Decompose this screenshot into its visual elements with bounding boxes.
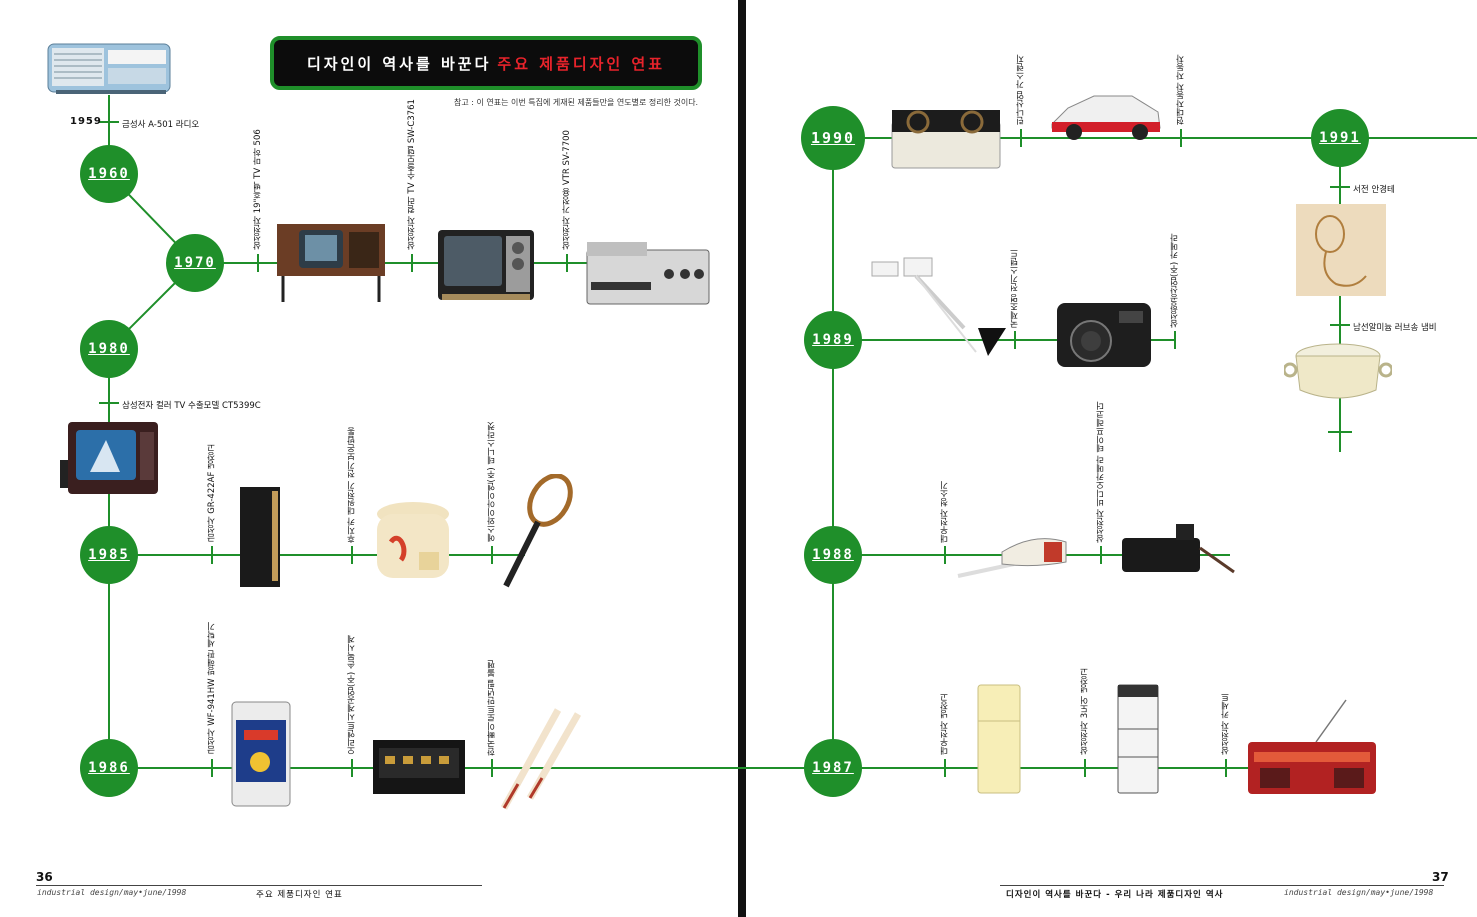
camcorder-image xyxy=(1122,524,1235,574)
label-pen: 한국빠이로트만년필 볼펜 xyxy=(487,659,497,756)
year-circle-1991: 1991 xyxy=(1311,109,1369,167)
editor-note: 참고 : 이 연표는 이번 특집에 게재된 제품들만을 연도별로 정리한 것이다… xyxy=(454,98,699,107)
gas-range-image xyxy=(891,110,1001,169)
vtr-image xyxy=(586,242,710,305)
footer-magazine-right: industrial design/may•june/1998 xyxy=(1284,888,1434,897)
label-watch: 오리엔트시계공업(주) 손목시계 xyxy=(347,635,357,755)
label-fridge-daewoo: 대우전자 냉장고 xyxy=(940,692,950,755)
radio-image xyxy=(47,43,171,94)
label-glasses: 서전 안경테 xyxy=(1353,185,1395,195)
label-racket: 에스와이아이엔(주) 테니스라켓 xyxy=(487,422,497,542)
camera-image xyxy=(1057,303,1151,367)
tv-color-export-image xyxy=(438,230,534,300)
fridge-samsung-image xyxy=(1117,684,1159,794)
label-vacuum: 대우전자 청소기 xyxy=(940,480,950,543)
title-banner: 디자인이 역사를 바꾼다 주요 제품디자인 연표 xyxy=(270,36,702,90)
label-stand-lamp: 국제조명 전기스탠드 xyxy=(1010,248,1020,328)
car-image xyxy=(1051,95,1161,140)
footer-magazine-left: industrial design/may•june/1998 xyxy=(37,888,187,897)
year-1959: 1959 xyxy=(70,116,102,127)
label-camcorder: 삼성전자 비디오카메라 테이프레코더 xyxy=(1096,401,1106,543)
title-sub: 주요 제품디자인 연표 xyxy=(497,54,666,73)
label-rice-cooker: 후지카 대원전기 전기보온밥통 xyxy=(347,427,357,543)
tv-bw-image xyxy=(277,224,385,302)
page-gutter xyxy=(738,0,746,917)
label-fridge-goldstar: 금성사 GR-422AF 냉장고 xyxy=(207,443,217,542)
year-circle-1986: 1986 xyxy=(80,739,138,797)
title-main: 디자인이 역사를 바꾼다 xyxy=(306,54,492,73)
label-tv-color-export: 삼성전자 컬러 TV 수출모델 SW-C3761 xyxy=(407,99,417,250)
label-cassette: 삼성전자 카세트 xyxy=(1221,692,1231,755)
label-tv-ct5399c: 삼성전자 컬러 TV 수출모델 CT5399C xyxy=(122,401,261,411)
washer-image xyxy=(231,701,291,807)
year-circle-1987: 1987 xyxy=(804,739,862,797)
pot-image xyxy=(1284,343,1392,399)
label-fridge-samsung: 삼성전자 3도어 냉장고 xyxy=(1080,667,1090,755)
cassette-image xyxy=(1248,699,1376,794)
year-circle-1960: 1960 xyxy=(80,145,138,203)
label-camera: 삼성항공산업(주) 카메라 xyxy=(1170,233,1180,328)
label-car: 현대자동차 자동차 xyxy=(1176,54,1186,125)
year-circle-1980: 1980 xyxy=(80,320,138,378)
label-vtr: 삼성전자 가정용 VTR SV-7700 xyxy=(562,130,572,250)
footer-section-left: 주요 제품디자인 연표 xyxy=(256,890,343,900)
year-circle-1988: 1988 xyxy=(804,526,862,584)
page-number-right: 37 xyxy=(1432,870,1449,884)
footer-section-right: 디자인이 역사를 바꾼다 - 우리 나라 제품디자인 역사 xyxy=(1006,890,1224,900)
pen-image xyxy=(500,708,582,810)
label-radio: 금성사 A-501 라디오 xyxy=(122,120,200,130)
glasses-image xyxy=(1296,204,1386,296)
label-washer: 금성사 WF-941HW 방해판 세탁기 xyxy=(207,622,217,754)
footer-rule-right xyxy=(1000,885,1444,886)
year-circle-1990: 1990 xyxy=(801,106,865,170)
watch-image xyxy=(373,740,465,794)
stand-lamp-image xyxy=(871,257,1006,356)
year-circle-1985: 1985 xyxy=(80,526,138,584)
label-gas-range: 린나산업 가스렌지 xyxy=(1016,54,1026,125)
rice-cooker-image xyxy=(377,502,449,578)
footer-rule-left xyxy=(36,885,482,886)
fridge-daewoo-image xyxy=(977,684,1021,794)
page-number-left: 36 xyxy=(36,870,53,884)
label-pot: 남선알미늄 러브송 냄비 xyxy=(1353,323,1437,333)
year-circle-1970: 1970 xyxy=(166,234,224,292)
vacuum-image xyxy=(957,538,1067,578)
racket-image xyxy=(503,474,573,588)
tv-ct5399c-image xyxy=(60,422,158,494)
year-circle-1989: 1989 xyxy=(804,311,862,369)
label-tv-bw: 삼성전자 19"흑백 TV 마하 506 xyxy=(253,129,263,250)
fridge-goldstar-image xyxy=(240,487,280,587)
